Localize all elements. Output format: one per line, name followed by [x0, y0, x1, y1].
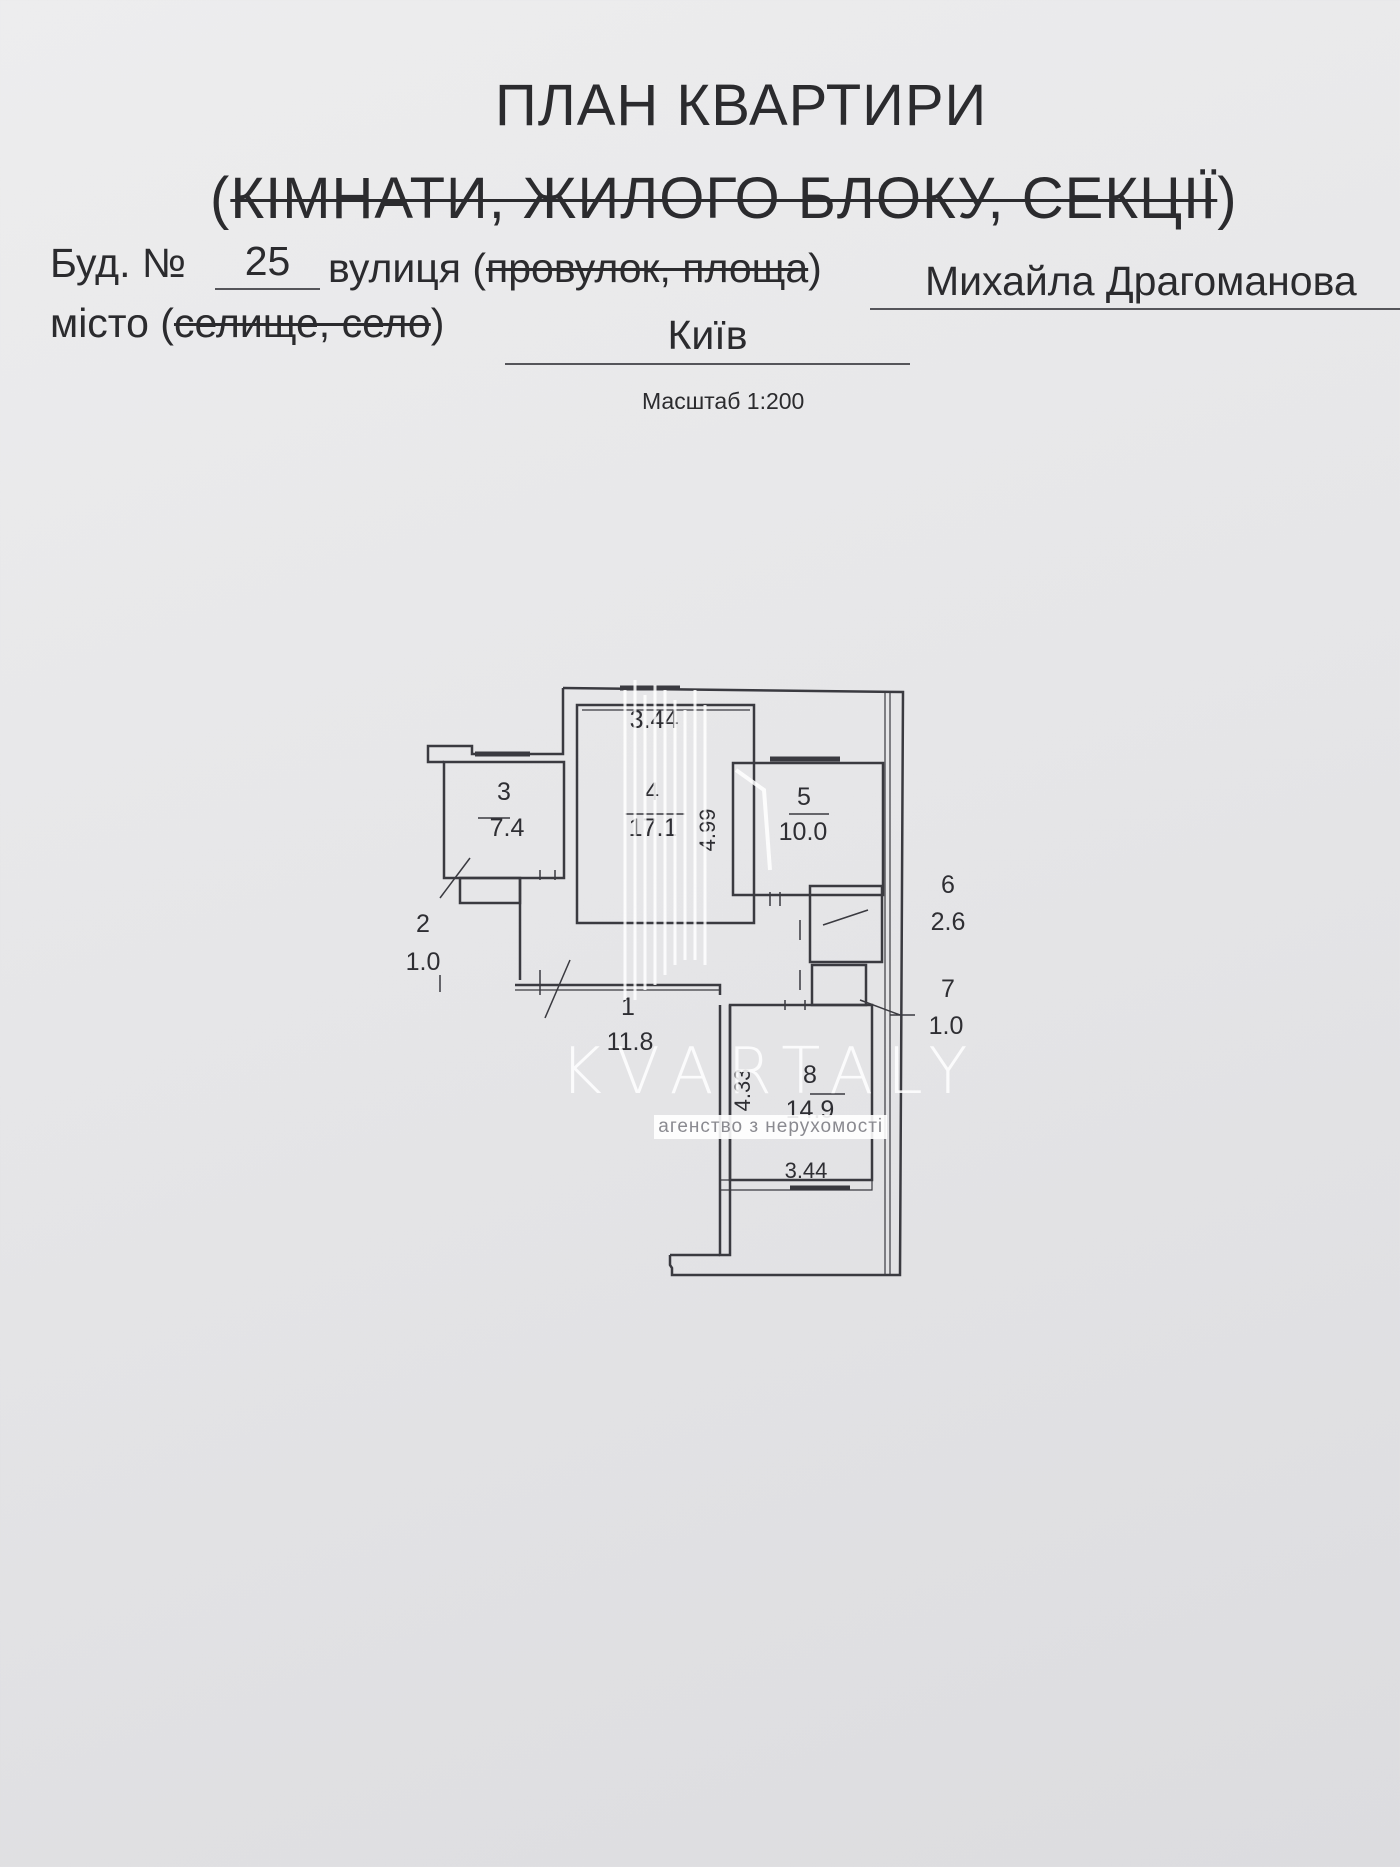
- city-label-text: місто (: [50, 300, 174, 346]
- room-1-number: 1: [621, 993, 635, 1021]
- watermark-brand: KVARTALY: [560, 1035, 982, 1109]
- room-7-number: 7: [941, 975, 955, 1003]
- street-label-close: ): [808, 245, 822, 291]
- room-2-area: 1.0: [406, 948, 441, 976]
- room-6-number: 6: [941, 871, 955, 899]
- building-number-line: [215, 288, 320, 290]
- room-4-number: 4: [645, 778, 659, 806]
- city-label-close: ): [430, 300, 445, 346]
- subtitle-open-paren: (: [210, 166, 231, 231]
- watermark-subtitle: агенство з нерухомості: [654, 1115, 888, 1139]
- room-4-dimension-length: 4.99: [695, 809, 720, 852]
- room-8-number: 8: [803, 1061, 817, 1089]
- street-name-line: [870, 308, 1400, 310]
- city-name: Київ: [667, 312, 748, 358]
- room-5-number: 5: [797, 783, 811, 811]
- room-7-area: 1.0: [929, 1012, 964, 1040]
- room-2-number: 2: [416, 910, 430, 938]
- building-number: 25: [244, 238, 291, 284]
- room-8-dimension-width: 3.44: [785, 1158, 828, 1183]
- watermark: KVARTALY агенство з нерухомості: [560, 1035, 981, 1139]
- room-5-area: 10.0: [779, 818, 828, 846]
- floor-plan: 3 7.4 2 1.0 3.44 4 17.1 4.99 5 10.0 6 2.…: [406, 680, 966, 1277]
- room-3-area: 7.4: [490, 814, 525, 842]
- street-label: вулиця (провулок, площа): [328, 245, 822, 292]
- room-4-area: 17.1: [629, 814, 678, 842]
- city-label: місто (селище, село): [50, 300, 444, 347]
- plan-title: ПЛАН КВАРТИРИ: [495, 73, 988, 138]
- building-label: Буд. №: [50, 240, 186, 286]
- street-label-text: вулиця (: [328, 245, 487, 291]
- room-8-dimension-length: 4.33: [730, 1069, 755, 1112]
- street-label-struck: провулок, площа: [486, 245, 809, 291]
- plan-subtitle: (КІМНАТИ, ЖИЛОГО БЛОКУ, СЕКЦІЇ): [210, 165, 1238, 232]
- city-label-struck: селище, село: [173, 300, 431, 346]
- city-name-line: [505, 363, 910, 365]
- subtitle-struck-text: КІМНАТИ, ЖИЛОГО БЛОКУ, СЕКЦІЇ: [230, 166, 1218, 231]
- room-6-area: 2.6: [931, 908, 966, 936]
- subtitle-close-paren: ): [1217, 166, 1238, 231]
- room-1-area: 11.8: [607, 1028, 654, 1056]
- street-name: Михайла Драгоманова: [925, 258, 1357, 304]
- scale-label: Масштаб 1:200: [642, 388, 805, 414]
- watermark-stripes: [623, 680, 772, 1000]
- room-3-number: 3: [497, 778, 511, 806]
